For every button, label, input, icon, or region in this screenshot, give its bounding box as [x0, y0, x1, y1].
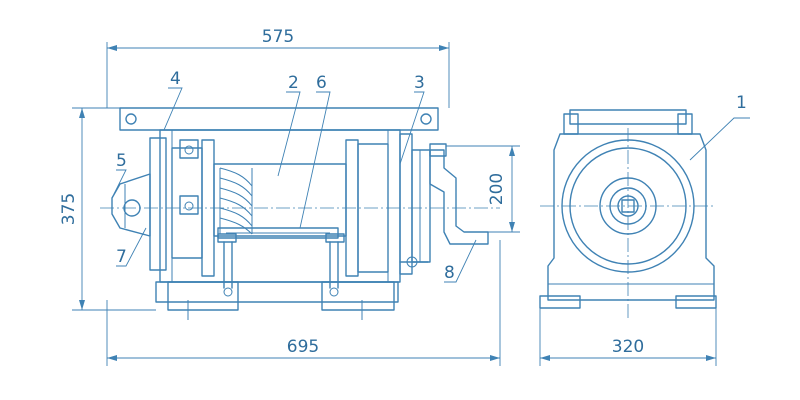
left-bearing-lower [179, 195, 199, 215]
top-bolt-hole-left [125, 113, 137, 125]
callout-3: 3 [414, 73, 425, 93]
dim-375-arrow-bottom [79, 300, 85, 310]
right-rod-bracket [325, 233, 345, 243]
dim-375-arrow-top [79, 108, 85, 118]
dim-695-arrow-left [107, 355, 117, 361]
leader-3 [399, 91, 425, 165]
callout-2: 2 [288, 73, 299, 93]
leader-7 [116, 227, 147, 267]
side-top-handle [569, 109, 687, 125]
callout-4: 4 [170, 69, 181, 89]
dim-200-arrow-bottom [509, 222, 515, 232]
base-plate [155, 281, 399, 303]
leader-8 [444, 239, 477, 283]
left-bolt [184, 145, 194, 155]
dimension-lines [72, 42, 717, 366]
dim-575-arrow-left [107, 45, 117, 51]
left-side-plate [149, 137, 167, 271]
dim-320-arrow-right [706, 355, 716, 361]
callout-5: 5 [116, 151, 127, 171]
crank-knob [429, 143, 447, 157]
right-outer-cover [411, 149, 431, 263]
top-mounting-bar [119, 107, 439, 131]
dim-320-arrow-left [540, 355, 550, 361]
leader-1 [689, 117, 750, 161]
dim-200-label: 200 [487, 173, 507, 205]
left-rod-bracket [217, 233, 237, 243]
side-housing [547, 133, 715, 301]
base-foot-left [167, 281, 239, 311]
side-view [539, 109, 717, 320]
side-foot-right [675, 295, 717, 309]
dim-695-label: 695 [287, 337, 319, 357]
drum [213, 163, 347, 237]
crank-handle [429, 149, 489, 245]
main-frame [159, 129, 401, 283]
drum-shaft [217, 227, 339, 239]
brake-bolt [406, 256, 418, 268]
top-bolt-hole-right [420, 113, 432, 125]
dim-575-arrow-right [439, 45, 449, 51]
leader-5 [113, 169, 127, 195]
dim-320-label: 320 [612, 337, 644, 357]
callout-6: 6 [316, 73, 327, 93]
side-foot-left [539, 295, 581, 309]
callout-leaders [113, 87, 750, 283]
callout-7: 7 [116, 247, 127, 267]
leader-2 [277, 91, 301, 177]
leader-4 [163, 87, 183, 131]
callout-1: 1 [736, 93, 747, 113]
base-foot-right [321, 281, 395, 311]
right-rod-nut [329, 287, 339, 297]
left-bolt-lower [184, 201, 194, 211]
rope-coils [219, 167, 253, 235]
left-rod-nut [223, 287, 233, 297]
left-bearing [179, 139, 199, 159]
left-end-cap [111, 173, 151, 237]
leader-6 [299, 91, 331, 229]
dim-695-arrow-right [490, 355, 500, 361]
dim-575-label: 575 [262, 27, 294, 47]
dim-375-label: 375 [59, 193, 79, 225]
dim-200-arrow-top [509, 146, 515, 156]
callout-8: 8 [444, 263, 455, 283]
front-view [100, 107, 500, 320]
right-cover [399, 133, 413, 275]
